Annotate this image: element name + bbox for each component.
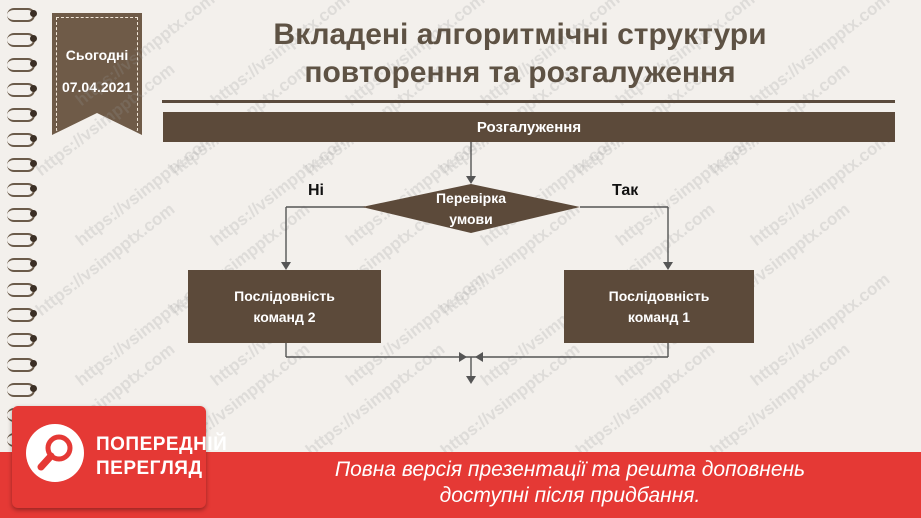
arrowhead-to-right-box	[663, 262, 673, 270]
preview-label-line-1: ПОПЕРЕДНІЙ	[96, 434, 228, 455]
title-line-1: Вкладені алгоритмічні структури	[273, 18, 767, 51]
magnifier-icon	[26, 424, 84, 482]
preview-badge: ПОПЕРЕДНІЙ ПЕРЕГЛЯД	[12, 406, 227, 508]
spiral-hole	[30, 260, 37, 267]
spiral-hole	[30, 310, 37, 317]
yes-branch-label: Так	[612, 182, 639, 199]
left-box-line-2: команд 2	[253, 308, 316, 325]
right-process-box	[564, 270, 754, 343]
spiral-hole	[30, 10, 37, 17]
spiral-hole	[30, 360, 37, 367]
right-box-line-1: Послідовність	[608, 287, 710, 304]
title-underline	[162, 100, 895, 103]
spiral-hole	[30, 35, 37, 42]
arrowhead-exit	[466, 376, 476, 384]
spiral-hole	[30, 135, 37, 142]
left-process-box	[188, 270, 381, 343]
arrowhead-to-condition	[466, 176, 476, 184]
arrowhead-to-left-box	[281, 262, 291, 270]
purchase-notice-line-2: доступні після придбання.	[439, 484, 701, 507]
condition-text: Перевірка умови	[402, 185, 540, 233]
spiral-hole	[30, 210, 37, 217]
purchase-notice-line-1: Повна версія презентації та решта доповн…	[334, 458, 806, 481]
spiral-hole	[30, 110, 37, 117]
spiral-hole	[30, 185, 37, 192]
spiral-hole	[30, 335, 37, 342]
arrowhead-left-merge	[459, 352, 467, 362]
preview-label-line-2: ПЕРЕГЛЯД	[96, 458, 203, 479]
flowchart-header: Розгалуження	[163, 112, 895, 142]
left-box-text: Послідовність команд 2	[188, 270, 381, 343]
spiral-hole	[30, 285, 37, 292]
right-box-text: Послідовність команд 1	[564, 270, 754, 343]
title-line-2: повторення та розгалуження	[304, 56, 736, 89]
condition-diamond	[362, 184, 580, 233]
no-branch-label: Ні	[308, 182, 324, 199]
condition-line-2: умови	[449, 211, 493, 227]
date-caption: Сьогодні	[65, 47, 129, 63]
spiral-hole	[30, 60, 37, 67]
right-box-line-2: команд 1	[627, 308, 691, 325]
page-title: Вкладені алгоритмічні структури повторен…	[170, 16, 870, 92]
spiral-hole	[30, 235, 37, 242]
spiral-hole	[30, 160, 37, 167]
condition-line-1: Перевірка	[435, 190, 507, 206]
spiral-hole	[30, 85, 37, 92]
arrowhead-right-merge	[475, 352, 483, 362]
left-box-line-1: Послідовність	[234, 287, 335, 304]
spiral-hole	[30, 385, 37, 392]
date-value: 07.04.2021	[61, 79, 133, 95]
